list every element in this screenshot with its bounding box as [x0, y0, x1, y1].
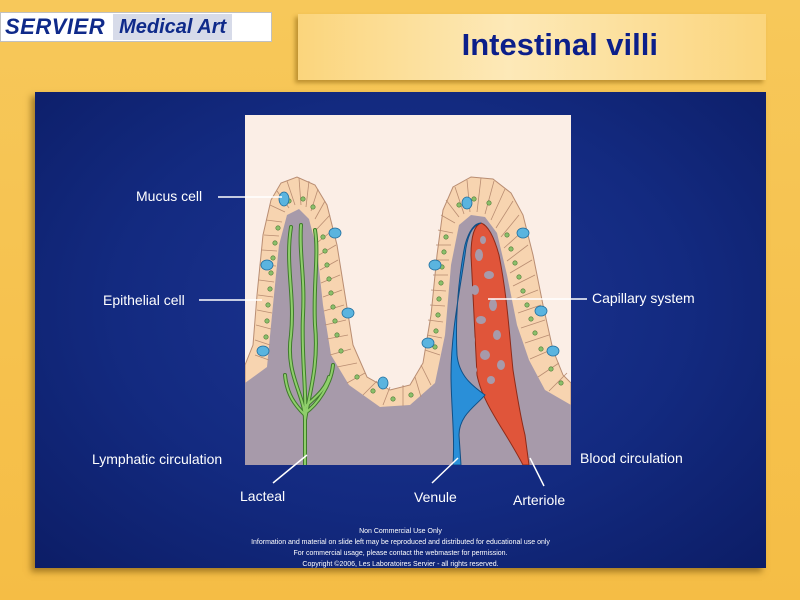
label-capillary-system: Capillary system: [592, 290, 695, 306]
label-venule: Venule: [414, 489, 457, 505]
label-lacteal: Lacteal: [240, 488, 286, 504]
label-mucus-cell: Mucus cell: [136, 188, 203, 204]
capillary-gaps: [467, 236, 505, 384]
cell-nuclei: [262, 196, 564, 402]
villi-diagram: [245, 115, 571, 465]
label-arteriole: Arteriole: [513, 492, 566, 508]
servier-logo: SERVIER Medical Art: [0, 12, 272, 42]
lacteal-highlight: [284, 224, 334, 465]
title-box: Intestinal villi: [298, 14, 766, 80]
arteriole-vessel: [470, 222, 530, 465]
footer-line-4: Copyright ©2006, Les Laboratoires Servie…: [302, 561, 499, 568]
mucus-cells: [256, 191, 560, 390]
label-blood-circulation: Blood circulation: [580, 450, 683, 466]
footer-line-2: Information and material on slide left m…: [251, 539, 550, 546]
footer-line-1: Non Commercial Use Only: [359, 528, 442, 535]
label-epithelial-cell: Epithelial cell: [103, 292, 185, 308]
page-title: Intestinal villi: [461, 27, 658, 62]
venule-vessel: [450, 222, 486, 465]
logo-brand: SERVIER: [5, 14, 106, 39]
label-lymphatic-circulation: Lymphatic circulation: [92, 451, 223, 467]
footer-line-3: For commercial usage, please contact the…: [293, 550, 508, 557]
logo-subtitle: Medical Art: [113, 14, 233, 40]
